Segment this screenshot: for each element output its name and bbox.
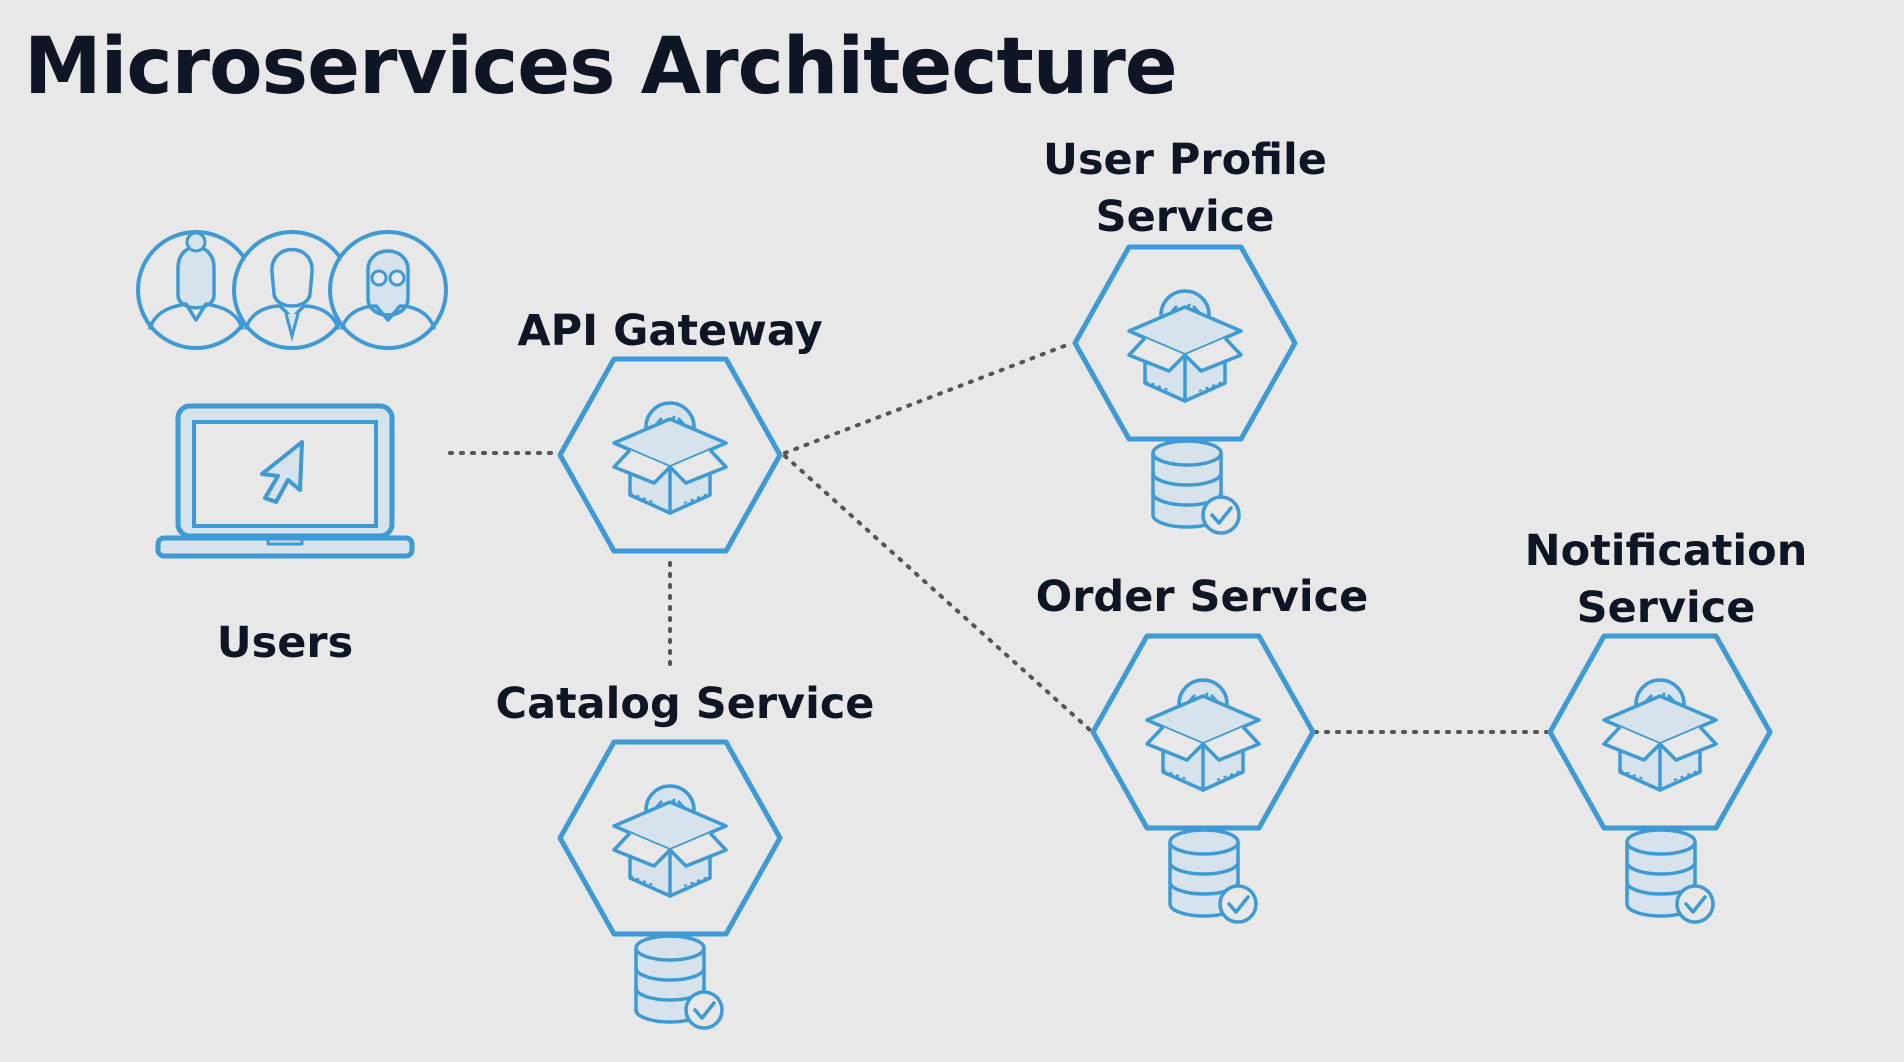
database-check-icon (1168, 828, 1258, 924)
users-label: Users (217, 618, 353, 668)
users-node[interactable]: Users (136, 230, 448, 668)
user-profile-service-node[interactable]: User Profile Service (1043, 135, 1327, 535)
notification-service-node[interactable]: Notification Service (1525, 526, 1808, 924)
api-gateway-label: API Gateway (517, 306, 822, 356)
database-check-icon (634, 934, 724, 1030)
connector-gateway-order (783, 454, 1092, 732)
order-hexagon (1093, 636, 1313, 828)
order-label: Order Service (1036, 572, 1369, 622)
database-check-icon (1151, 439, 1241, 535)
users-avatars-icon (136, 230, 448, 350)
laptop-cursor-icon (155, 403, 415, 559)
order-service-node[interactable]: Order Service (1036, 572, 1369, 924)
api-gateway-node[interactable]: API Gateway (517, 306, 823, 551)
page-title: Microservices Architecture (24, 22, 1178, 112)
connectors (448, 341, 1550, 734)
user-profile-label-line-1: User Profile (1043, 135, 1327, 185)
catalog-label: Catalog Service (496, 679, 875, 729)
api-gateway-hexagon (560, 359, 780, 551)
user-profile-label-line-2: Service (1096, 192, 1275, 242)
connector-gateway-userprofile (783, 341, 1074, 455)
notification-label-line-1: Notification (1525, 526, 1808, 576)
notification-hexagon (1550, 636, 1770, 828)
notification-label-line-2: Service (1577, 583, 1756, 633)
user-profile-hexagon (1075, 247, 1295, 439)
database-check-icon (1625, 828, 1715, 924)
catalog-service-node[interactable]: Catalog Service (496, 679, 875, 1030)
catalog-hexagon (560, 742, 780, 934)
